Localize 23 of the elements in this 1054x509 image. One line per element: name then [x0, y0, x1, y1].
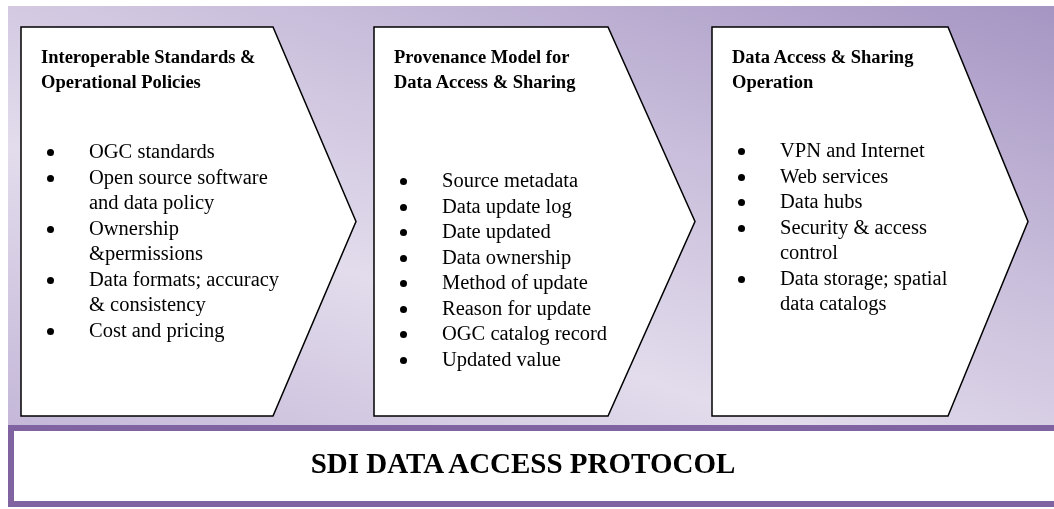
list-item-text: Web services — [780, 163, 890, 189]
list-item-text: OGC standards — [89, 139, 216, 164]
column-heading: Data Access & Sharing Operation — [732, 46, 915, 94]
column-heading: Interoperable Standards & Operational Policies — [41, 46, 257, 94]
list-item-text: Open source software and data policy — [89, 164, 269, 216]
list-item-text: Updated value — [442, 346, 562, 372]
list-item-text: Data formats; accuracy & consistency — [89, 266, 281, 318]
list-item-text: Data update log — [442, 193, 573, 219]
band-title: SDI DATA ACCESS PROTOCOL — [310, 446, 736, 480]
title-band — [8, 425, 1054, 507]
list-item-text: Date updated — [442, 219, 552, 245]
list-item-text: Data ownership — [442, 244, 573, 270]
list-item-text: OGC catalog record — [442, 321, 609, 347]
list-item-text: Data hubs — [780, 189, 864, 214]
column-heading: Provenance Model for Data Access & Sharing — [394, 46, 577, 94]
list-item-text: Reason for update — [442, 295, 593, 321]
list-item-text: Cost and pricing — [89, 317, 226, 343]
list-item-text: Method of update — [442, 270, 589, 296]
list-item-text: Source metadata — [442, 168, 580, 193]
list-item-text: Security & access control — [780, 214, 928, 265]
list-item-text: VPN and Internet — [780, 138, 926, 163]
list-item-text: Ownership &permissions — [89, 215, 204, 267]
list-item-text: Data storage; spatial data catalogs — [780, 265, 949, 317]
